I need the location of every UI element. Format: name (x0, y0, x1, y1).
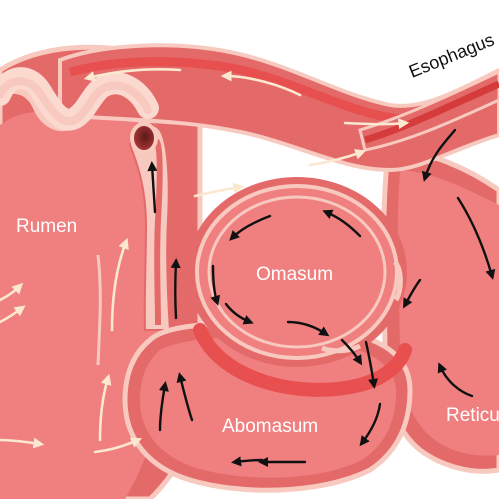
flow-arrow-light-icon (0, 437, 45, 449)
flow-arrow-light-icon (193, 182, 245, 198)
groove-opening (130, 122, 158, 154)
flow-arrow-light-icon (0, 282, 24, 302)
flow-arrow-dark-icon (437, 362, 474, 398)
flow-arrow-dark-icon (359, 402, 382, 447)
flow-arrow-dark-icon (286, 320, 330, 337)
flow-arrow-light-icon (0, 305, 26, 324)
abomasum-chamber (122, 320, 413, 493)
flow-arrow-dark-icon (340, 338, 363, 366)
flow-arrow-light-icon (110, 237, 129, 332)
flow-arrow-light-icon (83, 67, 182, 82)
flow-arrow-light-icon (93, 437, 143, 454)
flow-arrow-light-icon (220, 70, 302, 97)
flow-arrow-dark-icon (421, 128, 457, 182)
flow-arrow-light-icon (308, 149, 367, 167)
flow-arrow-dark-icon (403, 278, 422, 309)
flow-arrow-dark-icon (147, 160, 158, 214)
flow-arrow-light-icon (98, 373, 112, 442)
rumen-lining-fold (0, 67, 159, 131)
esophageal-groove (128, 122, 172, 331)
flow-arrow-dark-icon (229, 214, 272, 241)
reticulum-label: Reticu (446, 405, 499, 426)
flow-arrow-dark-icon (176, 372, 194, 422)
flow-arrow-dark-icon (322, 209, 362, 238)
flow-arrow-dark-icon (456, 196, 496, 280)
flow-arrow-dark-icon (364, 340, 379, 389)
flow-arrow-dark-icon (224, 302, 254, 325)
flow-arrow-dark-icon (230, 456, 264, 467)
light-flow-arrows (0, 67, 410, 454)
flow-arrow-dark-icon (158, 381, 169, 432)
flow-arrow-light-icon (343, 118, 410, 130)
omasum-label: Omasum (256, 264, 333, 285)
rumen-label: Rumen (16, 216, 77, 237)
esophagus-label: Esophagus (406, 29, 497, 81)
flow-arrow-dark-icon (170, 257, 181, 320)
flow-arrow-dark-icon (210, 264, 221, 306)
esophagus-tube (358, 70, 499, 152)
dark-flow-arrows (147, 128, 496, 468)
abomasum-label: Abomasum (222, 416, 318, 437)
